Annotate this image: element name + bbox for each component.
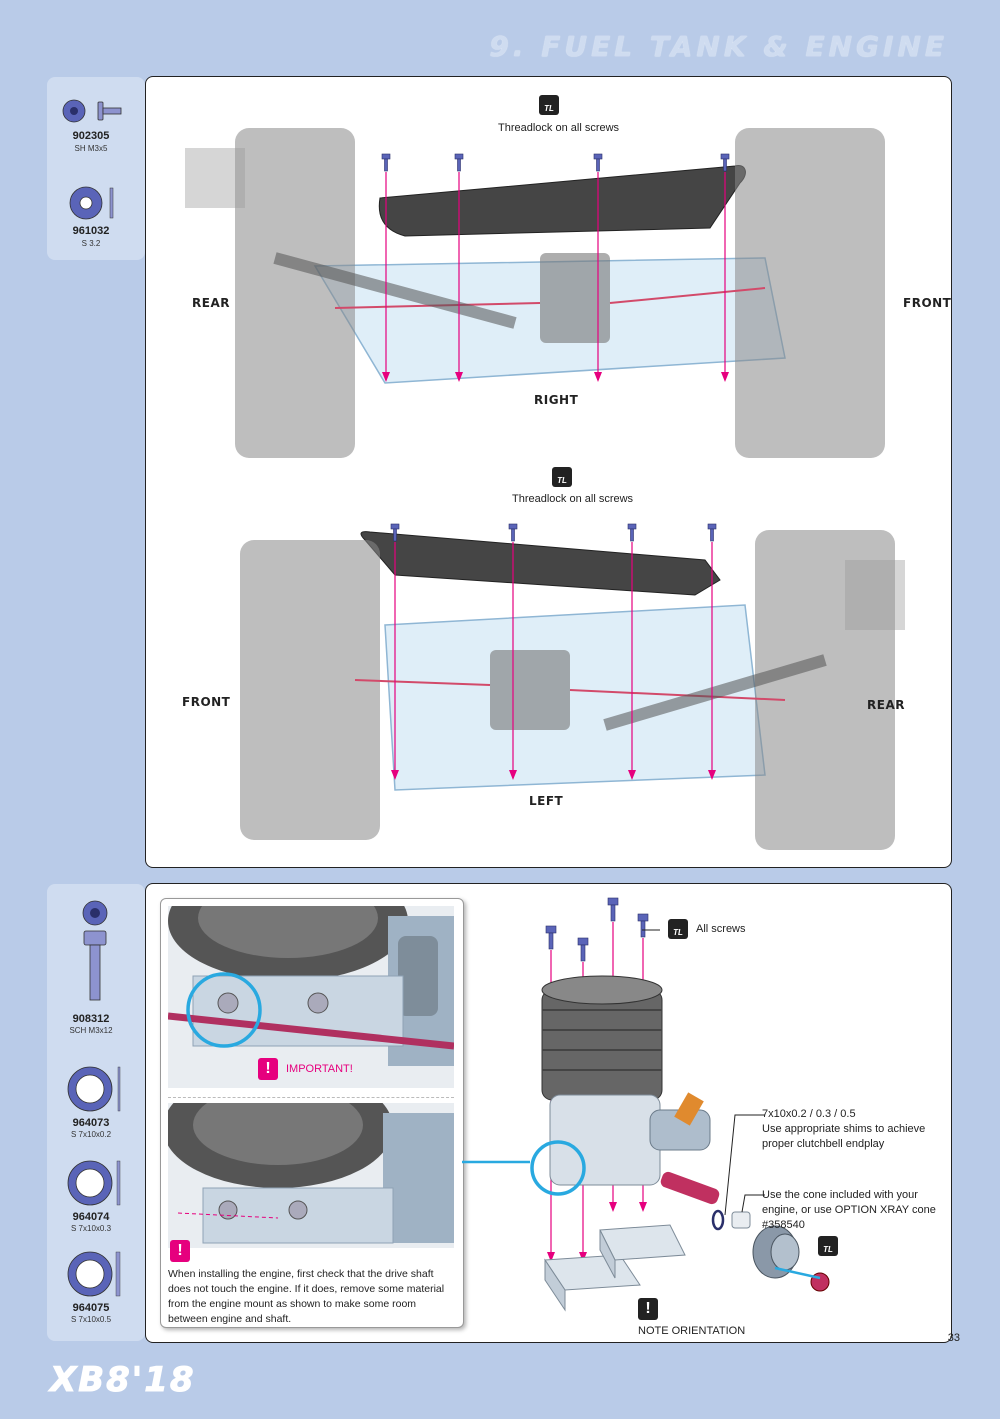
label-right: RIGHT bbox=[534, 393, 579, 407]
part-desc-902305: SH M3x5 bbox=[74, 144, 108, 153]
part-code-908312: 908312 bbox=[72, 1013, 110, 1025]
part-desc-964073: S 7x10x0.2 bbox=[70, 1130, 112, 1139]
part-desc-964075: S 7x10x0.5 bbox=[70, 1315, 112, 1324]
engine-installation-note: When installing the engine, first check … bbox=[168, 1268, 445, 1325]
label-rear-top: REAR bbox=[192, 296, 230, 310]
engine-exploded-illustration bbox=[520, 890, 860, 1335]
screw-part-icon bbox=[60, 95, 130, 132]
divider bbox=[168, 1097, 454, 1098]
part-code-902305: 902305 bbox=[72, 130, 110, 142]
part-desc-908312: SCH M3x12 bbox=[69, 1026, 113, 1035]
part-code-964074: 964074 bbox=[72, 1211, 110, 1223]
shim-part-icon bbox=[66, 1063, 126, 1120]
brand-logo: XB8'18 bbox=[50, 1360, 196, 1401]
important-icon: ! bbox=[258, 1058, 278, 1080]
part-code-961032: 961032 bbox=[72, 225, 110, 237]
part-desc-961032: S 3.2 bbox=[81, 239, 101, 248]
screw-arrows-bottom bbox=[385, 520, 725, 790]
shims-instruction: Use appropriate shims to achieve proper … bbox=[762, 1123, 926, 1150]
part-code-964075: 964075 bbox=[72, 1302, 110, 1314]
threadlock-icon: TL bbox=[539, 95, 559, 115]
screw-arrows-top bbox=[370, 150, 740, 390]
label-left: LEFT bbox=[529, 794, 564, 808]
shims-size-label: 7x10x0.2 / 0.3 / 0.5 bbox=[762, 1108, 856, 1120]
chassis-left-view-illustration bbox=[225, 520, 915, 865]
all-screws-label: All screws bbox=[696, 923, 746, 935]
part-desc-964074: S 7x10x0.3 bbox=[70, 1224, 112, 1233]
threadlock-icon: TL bbox=[668, 919, 688, 939]
chassis-right-view-illustration bbox=[175, 118, 915, 483]
part-code-964073: 964073 bbox=[72, 1117, 110, 1129]
note-orientation-label: NOTE ORIENTATION bbox=[638, 1325, 746, 1337]
engine-mount-detail-top bbox=[167, 861, 455, 1093]
threadlock-label-top: Threadlock on all screws bbox=[498, 122, 620, 134]
page-number: 33 bbox=[947, 1332, 960, 1344]
threadlock-label-bottom: Threadlock on all screws bbox=[512, 493, 634, 505]
orientation-icon: ! bbox=[638, 1298, 658, 1320]
section-title: 9. FUEL TANK & ENGINE bbox=[489, 30, 948, 63]
shim-part-icon bbox=[66, 1157, 126, 1214]
threadlock-icon: TL bbox=[818, 1236, 838, 1256]
washer-part-icon bbox=[64, 185, 124, 226]
threadlock-icon: TL bbox=[552, 467, 572, 487]
label-front-bottom: FRONT bbox=[182, 695, 231, 709]
long-screw-part-icon bbox=[75, 898, 120, 1013]
cone-instruction: Use the cone included with your engine, … bbox=[762, 1189, 936, 1231]
important-label: IMPORTANT! bbox=[286, 1063, 353, 1075]
engine-mount-detail-bottom bbox=[163, 1068, 454, 1253]
label-rear-bottom: REAR bbox=[867, 698, 905, 712]
shim-part-icon bbox=[66, 1248, 126, 1305]
callout-connector bbox=[462, 1158, 562, 1193]
warning-icon: ! bbox=[170, 1240, 190, 1262]
label-front-top: FRONT bbox=[903, 296, 952, 310]
